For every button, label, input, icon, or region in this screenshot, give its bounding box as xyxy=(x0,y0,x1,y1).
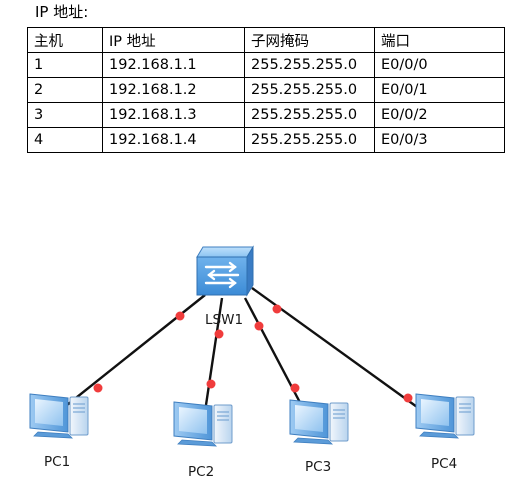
pc3-label: PC3 xyxy=(305,459,331,475)
cell-mask: 255.255.255.0 xyxy=(244,127,375,153)
pc-icon[interactable] xyxy=(173,401,233,447)
cell-host: 4 xyxy=(27,127,103,153)
header-port: 端口 xyxy=(374,27,505,53)
port-dots xyxy=(93,304,413,403)
cell-host: 3 xyxy=(27,102,103,128)
cell-port: E0/0/1 xyxy=(374,77,505,103)
cell-port: E0/0/0 xyxy=(374,52,505,78)
port-dot xyxy=(175,311,185,321)
pc4-label: PC4 xyxy=(431,456,457,472)
table-row: 1 192.168.1.1 255.255.255.0 E0/0/0 xyxy=(27,52,505,78)
cell-mask: 255.255.255.0 xyxy=(244,52,375,78)
port-dot xyxy=(214,329,224,339)
table-row: 2 192.168.1.2 255.255.255.0 E0/0/1 xyxy=(27,77,505,103)
link-lsw1-pc3 xyxy=(243,297,307,413)
table-row: 4 192.168.1.4 255.255.255.0 E0/0/3 xyxy=(27,127,505,153)
cell-ip: 192.168.1.4 xyxy=(102,127,245,153)
cell-port: E0/0/2 xyxy=(374,102,505,128)
table-row: 3 192.168.1.3 255.255.255.0 E0/0/2 xyxy=(27,102,505,128)
header-ip: IP 地址 xyxy=(102,27,245,53)
caption: IP 地址: xyxy=(35,3,89,21)
pc-icon[interactable] xyxy=(289,399,349,445)
links xyxy=(51,287,425,418)
port-dot xyxy=(93,383,103,393)
pc-icon[interactable] xyxy=(29,393,89,439)
cell-ip: 192.168.1.3 xyxy=(102,102,245,128)
port-dot xyxy=(254,321,264,331)
pc1-label: PC1 xyxy=(44,454,70,470)
switch-label: LSW1 xyxy=(205,312,243,328)
table-header-row: 主机 IP 地址 子网掩码 端口 xyxy=(27,27,505,53)
port-dot xyxy=(206,379,216,389)
switch-icon[interactable] xyxy=(196,245,254,297)
cell-ip: 192.168.1.2 xyxy=(102,77,245,103)
pc2-label: PC2 xyxy=(188,464,214,480)
port-dot xyxy=(272,304,282,314)
cell-port: E0/0/3 xyxy=(374,127,505,153)
port-dot xyxy=(290,383,300,393)
pc-icon[interactable] xyxy=(415,393,475,439)
header-host: 主机 xyxy=(27,27,103,53)
cell-mask: 255.255.255.0 xyxy=(244,102,375,128)
ip-address-table: 主机 IP 地址 子网掩码 端口 1 192.168.1.1 255.255.2… xyxy=(27,27,505,153)
cell-ip: 192.168.1.1 xyxy=(102,52,245,78)
port-dot xyxy=(403,393,413,403)
header-mask: 子网掩码 xyxy=(244,27,375,53)
